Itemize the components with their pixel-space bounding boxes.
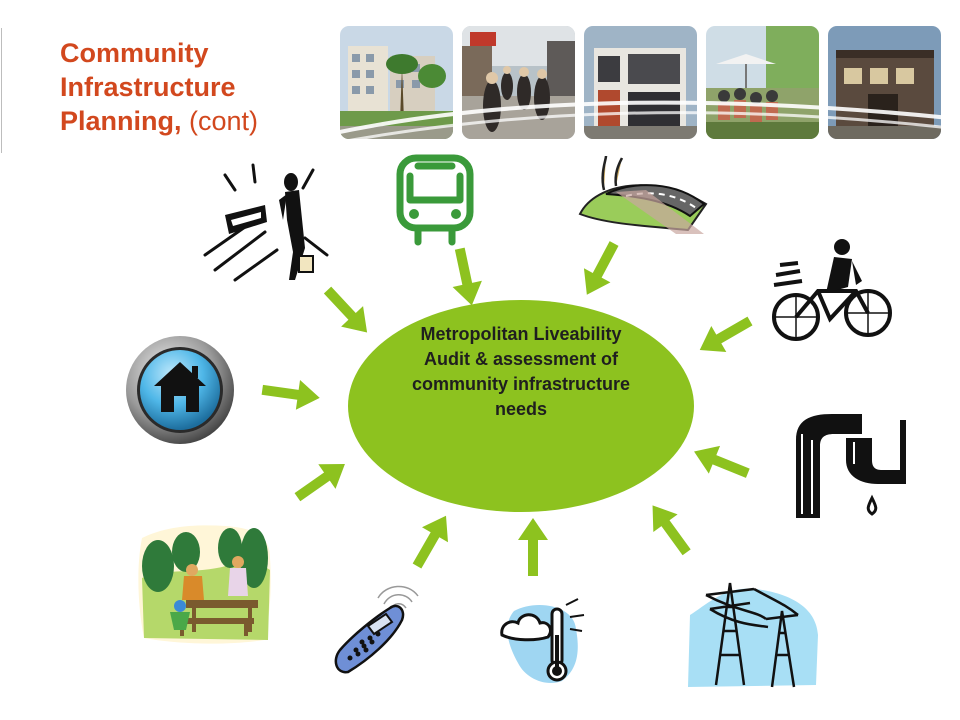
arrow-from-power	[640, 496, 699, 562]
central-hub-ellipse	[348, 300, 694, 512]
arrow-from-home	[260, 374, 322, 413]
central-hub-text: Metropolitan Liveability Audit & assessm…	[411, 324, 631, 419]
park-picnic-icon	[138, 525, 271, 644]
photo-modern-townhouse	[584, 26, 697, 139]
photo-pedestrian-mall	[462, 26, 575, 139]
bus-icon	[396, 154, 474, 246]
power-lines-icon	[688, 582, 818, 688]
train-commuter-icon	[203, 163, 329, 282]
road-icon	[578, 155, 708, 234]
arrow-from-train	[316, 279, 379, 343]
home-button-icon	[126, 336, 234, 444]
photo-apartments	[340, 26, 453, 139]
arrow-from-phone	[404, 508, 459, 574]
arrow-from-road	[573, 236, 628, 302]
header-swoosh-decoration	[330, 100, 950, 146]
arrow-from-cyclist	[692, 308, 758, 363]
arrow-from-bus	[445, 245, 487, 309]
cyclist-icon	[772, 239, 892, 341]
arrow-from-park	[288, 451, 354, 510]
title-main: Community Infrastructure Planning,	[60, 38, 236, 136]
title-suffix: (cont)	[189, 106, 259, 136]
weather-thermometer-icon	[500, 598, 585, 683]
water-tap-icon	[796, 414, 906, 518]
slide-title: Community Infrastructure Planning, (cont…	[60, 36, 340, 138]
arrow-from-weather	[518, 518, 548, 576]
mobile-phone-icon	[334, 585, 419, 674]
slide-edge-line	[1, 28, 2, 153]
arrow-from-water	[688, 437, 754, 488]
